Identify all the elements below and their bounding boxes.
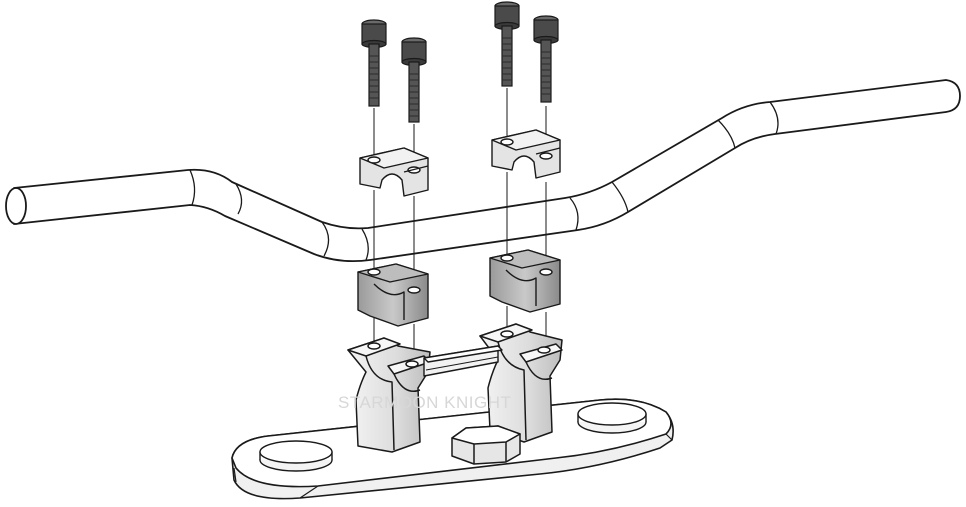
bolt-right-1 (494, 1, 520, 87)
riser-left (347, 337, 431, 453)
top-clamp-left (359, 147, 429, 197)
cross-brace (423, 345, 503, 377)
handlebar (5, 79, 961, 263)
bolt-right-2 (533, 15, 559, 103)
spacer-left (357, 263, 429, 327)
spacer-right (489, 249, 561, 313)
top-clamp-right (491, 129, 561, 179)
bolt-left-2 (401, 37, 427, 123)
base-cap-left (259, 440, 333, 472)
handlebar-left-end (5, 187, 27, 225)
hex-nut (451, 425, 521, 465)
riser-right (479, 323, 563, 443)
bolt-left-1 (361, 19, 387, 107)
base-cap-right (577, 402, 647, 434)
